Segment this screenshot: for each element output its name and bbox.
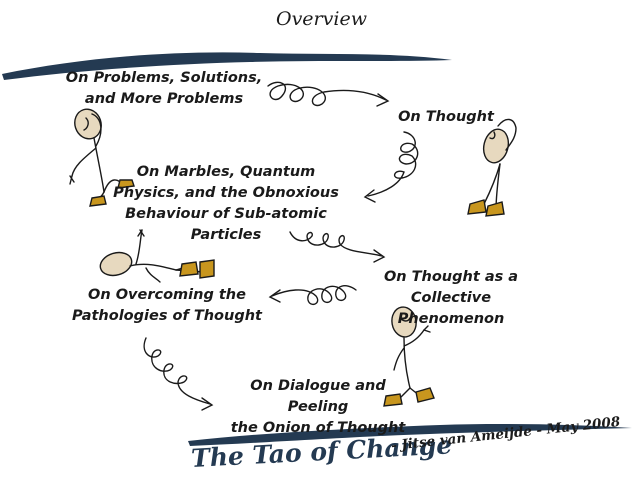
figure-wondering [467, 118, 517, 217]
spiral-arrow-5 [143, 337, 211, 405]
topic-dialogue-onion: On Dialogue and Peeling the Onion of Tho… [230, 378, 406, 436]
spiral-arrow-3-head [373, 249, 386, 263]
topic-overcoming-pathologies: On Overcoming the Pathologies of Thought [72, 287, 262, 324]
slide-title: Overview [276, 8, 367, 30]
spiral-arrow-2 [367, 131, 419, 197]
spiral-arrow-2-head [363, 189, 376, 203]
spiral-arrow-4 [271, 285, 357, 306]
topic-marbles-quantum: On Marbles, Quantum Physics, and the Obn… [113, 164, 339, 243]
topic-collective-phenomenon: On Thought as a Collective Phenomenon [383, 269, 519, 327]
figure-lying [99, 229, 215, 283]
figure-thinking [69, 108, 135, 207]
spiral-arrow-1 [267, 81, 387, 107]
spiral-arrow-4-head [268, 289, 281, 303]
spiral-arrow-3 [289, 231, 383, 257]
topic-on-thought: On Thought [398, 109, 494, 125]
figure-walking [383, 306, 435, 407]
spiral-arrow-1-head [376, 93, 390, 107]
top-brush-stroke [2, 52, 452, 80]
bottom-brush-stroke [188, 424, 632, 446]
spiral-arrow-5-head [201, 397, 214, 411]
topic-problems-solutions: On Problems, Solutions, and More Problem… [65, 70, 263, 107]
